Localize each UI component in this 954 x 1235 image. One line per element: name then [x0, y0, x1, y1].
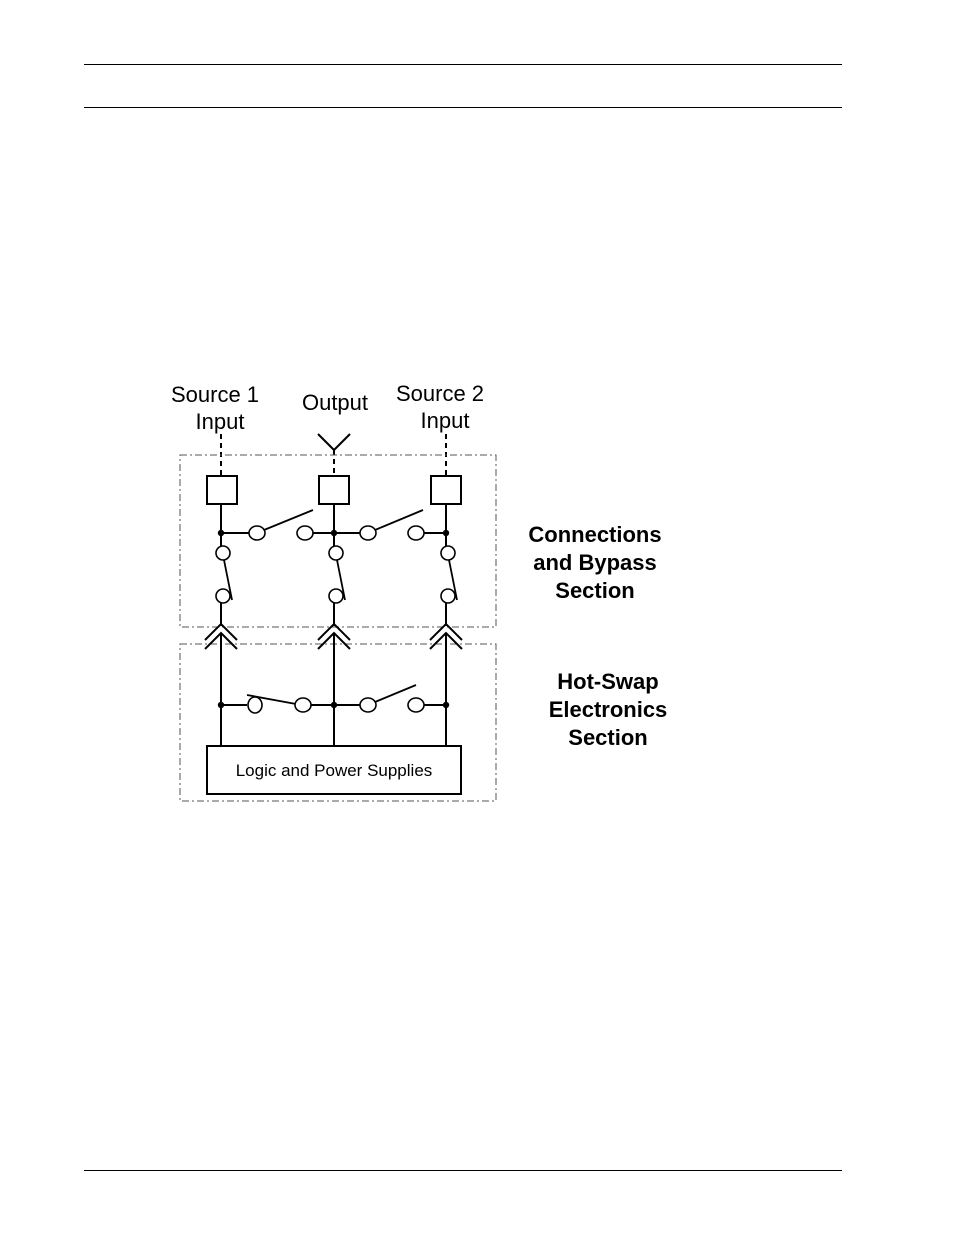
source1-label-line1: Source 1 [171, 382, 259, 407]
transfer-switch-2-contact-a [360, 698, 376, 712]
bypass-switch-1-contact-a [249, 526, 265, 540]
output-arrow-right [334, 434, 350, 450]
hot-swap-line2: Electronics [518, 696, 698, 724]
source2-label-line1: Source 2 [396, 381, 484, 406]
output-upper-node [331, 530, 337, 536]
bypass-switch-2-contact-a [360, 526, 376, 540]
transfer-switch-1-contact-a [248, 697, 262, 713]
source2-upper-node [443, 530, 449, 536]
source2-isolation-bottom-contact [441, 589, 455, 603]
terminal-blocks [207, 476, 461, 504]
isolation-switches [216, 546, 457, 626]
logic-power-supplies-label: Logic and Power Supplies [236, 761, 433, 780]
connections-bypass-section-label: Connections and Bypass Section [505, 521, 685, 605]
output-isolation-top-contact [329, 546, 343, 560]
bypass-switch-2-contact-b [408, 526, 424, 540]
output-terminal [319, 476, 349, 504]
hot-swap-line1: Hot-Swap [518, 668, 698, 696]
bypass-switch-1-contact-b [297, 526, 313, 540]
source2-lower-node [443, 702, 449, 708]
source2-label-line2: Input [421, 408, 470, 433]
column-labels: Source 1 Input Output Source 2 Input [171, 381, 484, 434]
source1-upper-node [218, 530, 224, 536]
source1-lower-node [218, 702, 224, 708]
connections-bypass-line2: and Bypass [505, 549, 685, 577]
output-isolation-bottom-contact [329, 589, 343, 603]
source1-isolation-bottom-contact [216, 589, 230, 603]
hot-swap-electronics-section-label: Hot-Swap Electronics Section [518, 668, 698, 752]
source1-label-line2: Input [196, 409, 245, 434]
source1-terminal [207, 476, 237, 504]
output-label: Output [302, 390, 368, 415]
output-arrow-left [318, 434, 334, 450]
transfer-switch-2-contact-b [408, 698, 424, 712]
connections-bypass-line1: Connections [505, 521, 685, 549]
source2-terminal [431, 476, 461, 504]
transfer-switch-1-contact-b [295, 698, 311, 712]
connections-bypass-line3: Section [505, 577, 685, 605]
source1-isolation-top-contact [216, 546, 230, 560]
hot-swap-line3: Section [518, 724, 698, 752]
output-lower-node [331, 702, 337, 708]
source2-isolation-top-contact [441, 546, 455, 560]
